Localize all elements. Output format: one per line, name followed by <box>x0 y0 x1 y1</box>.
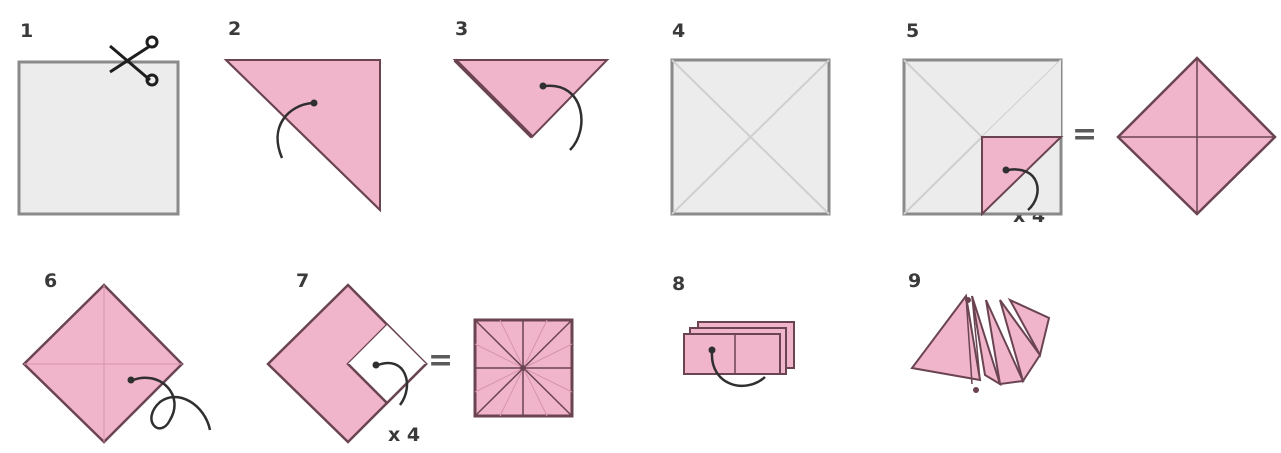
step-2-arrow-dot <box>311 100 318 107</box>
step-7-arrow-dot <box>373 362 380 369</box>
step-4-creased-square <box>672 60 829 214</box>
step-8-stacked-sheets <box>684 322 794 374</box>
step-2-pink-triangle <box>226 60 380 210</box>
step-6-pink-diamond <box>24 285 182 442</box>
step-3-arrow-dot <box>540 83 547 90</box>
step-3-pink-triangle <box>455 60 607 137</box>
step-7-result-square <box>475 320 572 416</box>
step-7-notched-diamond <box>268 285 426 442</box>
step-5-result-diamond <box>1118 58 1275 214</box>
step-8-arrow-dot <box>709 347 716 354</box>
step-6-arrow-dot <box>128 377 135 384</box>
step-9-fanned-petals <box>912 296 1049 393</box>
step-5-arrow-dot <box>1003 167 1010 174</box>
